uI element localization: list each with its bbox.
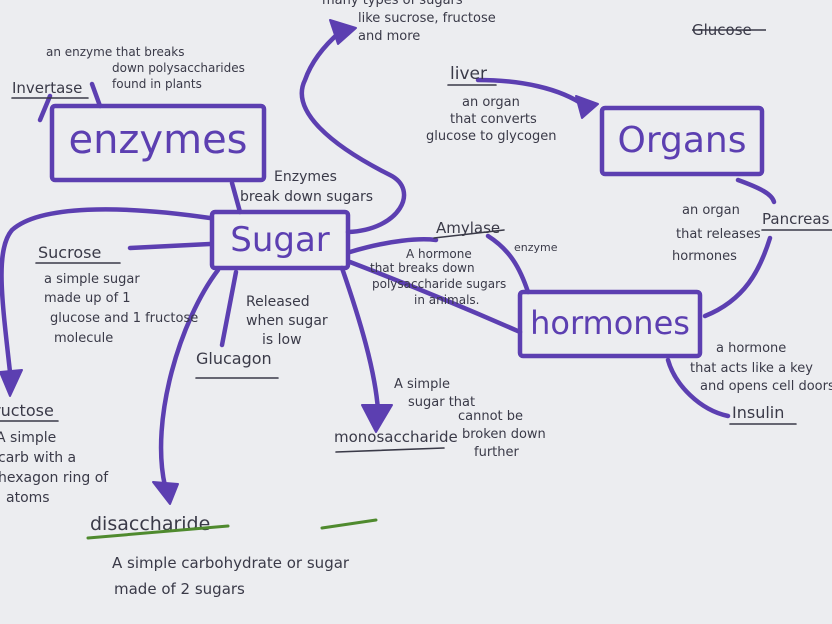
di-note-1: A simple carbohydrate or sugar	[112, 554, 350, 572]
amylase-note-3: polysaccharide sugars	[372, 277, 506, 291]
amylase-note-1: A hormone	[406, 247, 472, 261]
sucrose-note-1: a simple sugar	[44, 272, 140, 287]
enzymes-node: enzymes	[49, 103, 267, 183]
link-invertase-enzymes	[37, 93, 53, 123]
invertase-note-3: found in plants	[112, 77, 202, 91]
sucrose-note-2: made up of 1	[44, 291, 131, 306]
di-note-2: made of 2 sugars	[114, 580, 245, 598]
fructose-note: A simple carb with a hexagon ring of ato…	[0, 430, 113, 506]
amylase-tag: enzyme	[514, 241, 558, 254]
sucrose-note: a simple sugar made up of 1 glucose and …	[44, 272, 202, 346]
link-sugar-fructose	[0, 207, 213, 375]
liver-note: an organ that converts glucose to glycog…	[426, 95, 556, 144]
link-sugar-hormones	[347, 259, 523, 335]
glucagon-term: Glucagon	[196, 349, 272, 368]
sucrose-note-4: molecule	[54, 331, 113, 346]
pancreas-note: an organ that releases hormones	[672, 203, 765, 264]
arrowhead-types	[329, 19, 357, 45]
types-line-3: and more	[358, 29, 420, 44]
link-sugar-amylase	[347, 237, 439, 255]
types-of-sugar-note: many types of sugars like sucrose, fruct…	[322, 0, 500, 44]
sugar-highlight	[320, 518, 378, 530]
amylase-note-4: in animals.	[414, 293, 480, 307]
amylase-note-2: that breaks down	[370, 261, 475, 275]
hormones-title: hormones	[530, 304, 690, 342]
link-amylase-hormones	[485, 233, 531, 295]
invertase-note-1: an enzyme that breaks	[46, 45, 184, 59]
enzymes-link-note: Enzymes break down sugars	[240, 169, 373, 205]
fructose-note-3: hexagon ring of	[0, 470, 109, 486]
sucrose-note-3: glucose and 1 fructose	[50, 311, 198, 326]
fructose-note-1: A simple	[0, 430, 56, 446]
arrowhead-fructose	[0, 369, 23, 397]
link-enzymes-sugar	[229, 180, 243, 215]
hormones-box	[517, 289, 703, 359]
mono-note-1: A simple	[394, 377, 450, 392]
link-sugar-monosaccharide	[339, 265, 381, 413]
amylase-underline	[433, 229, 505, 239]
arrowhead-monosaccharide	[361, 404, 393, 433]
monosaccharide-note: A simple sugar that cannot be broken dow…	[394, 377, 550, 460]
arrowhead-disaccharide	[152, 481, 179, 505]
mono-note-3: cannot be	[458, 409, 523, 424]
glucagon-note: Released when sugar is low	[246, 294, 332, 348]
link-pancreas-hormones	[702, 235, 773, 319]
link-sugar-disaccharide	[158, 267, 221, 489]
liver-term: liver	[450, 64, 487, 84]
enzymes-title: enzymes	[68, 117, 247, 163]
sugar-node: Sugar	[209, 209, 351, 271]
insulin-note: a hormone that acts like a key and opens…	[690, 341, 832, 394]
link-hormones-insulin	[665, 357, 731, 419]
glucagon-note-2: when sugar	[246, 313, 328, 329]
sugar-title: Sugar	[230, 220, 330, 260]
types-line-2: like sucrose, fructose	[358, 11, 496, 26]
fructose-note-4: atoms	[6, 490, 50, 506]
organs-node: Organs	[599, 105, 765, 177]
arrowhead-organs	[575, 95, 599, 119]
link-sugar-sucrose	[127, 241, 213, 251]
insulin-term: Insulin	[732, 403, 784, 422]
monosaccharide-term: monosaccharide	[334, 428, 458, 446]
sugar-box	[209, 209, 351, 271]
link-invertase-enzymes-2	[89, 81, 103, 109]
invertase-note-2: down polysaccharides	[112, 61, 245, 75]
sucrose-term: Sucrose	[38, 243, 101, 262]
connectors	[0, 19, 777, 505]
enzymes-link-1: Enzymes	[274, 169, 337, 185]
link-sugar-glucagon	[219, 269, 239, 348]
disaccharide-underline	[86, 524, 230, 540]
pancreas-term: Pancreas	[762, 210, 830, 228]
amylase-note: A hormone that breaks down polysaccharid…	[370, 247, 510, 307]
pancreas-note-3: hormones	[672, 249, 737, 264]
organs-box	[599, 105, 765, 177]
hormones-node: hormones	[517, 289, 703, 359]
mono-note-4: broken down	[462, 427, 546, 442]
mono-note-2: sugar that	[408, 395, 475, 410]
pancreas-note-1: an organ	[682, 203, 740, 218]
liver-note-3: glucose to glycogen	[426, 129, 556, 144]
liver-note-2: that converts	[450, 112, 537, 127]
types-line-1: many types of sugars	[322, 0, 463, 8]
link-sugar-types	[299, 29, 407, 235]
disaccharide-note: A simple carbohydrate or sugar made of 2…	[112, 554, 354, 598]
enzymes-box	[49, 103, 267, 183]
glucagon-note-1: Released	[246, 294, 310, 310]
liver-note-1: an organ	[462, 95, 520, 110]
glucagon-note-3: is low	[262, 332, 302, 348]
enzymes-link-2: break down sugars	[240, 189, 373, 205]
organs-title: Organs	[618, 120, 747, 161]
invertase-term: Invertase	[12, 79, 82, 97]
fructose-term: Fructose	[0, 401, 54, 420]
fructose-note-2: carb with a	[0, 450, 76, 466]
insulin-note-2: that acts like a key	[690, 361, 813, 376]
insulin-note-1: a hormone	[716, 341, 786, 356]
monosaccharide-underline	[335, 447, 445, 453]
pancreas-note-2: that releases	[676, 227, 761, 242]
invertase-note: an enzyme that breaks down polysaccharid…	[46, 45, 249, 91]
link-organs-pancreas	[735, 177, 777, 205]
insulin-note-3: and opens cell doors	[700, 379, 832, 394]
mono-note-5: further	[474, 445, 519, 460]
